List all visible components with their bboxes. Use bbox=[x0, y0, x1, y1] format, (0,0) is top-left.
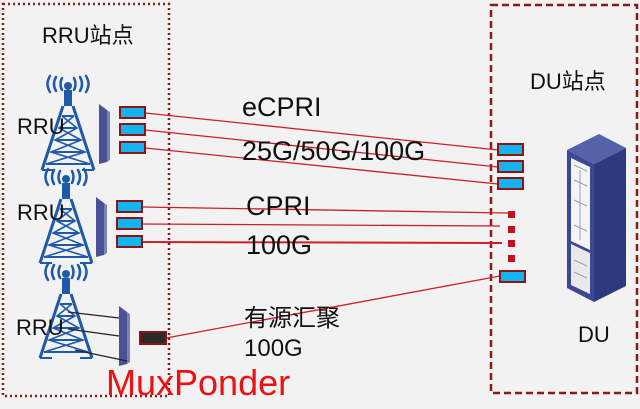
optical-port-icon bbox=[116, 200, 143, 213]
optical-port-icon bbox=[119, 106, 146, 119]
antenna-panel-icon bbox=[99, 104, 110, 164]
cpri-protocol-label: CPRI bbox=[246, 191, 311, 221]
rru-site-title: RRU站点 bbox=[42, 23, 134, 48]
optical-port-icon bbox=[497, 160, 524, 173]
antenna-panel-icon bbox=[96, 197, 107, 257]
du-site-boundary bbox=[489, 3, 639, 395]
optical-port-icon bbox=[116, 217, 143, 230]
aggregation-mode-label: 有源汇聚 bbox=[244, 305, 340, 332]
optical-port-icon bbox=[116, 235, 143, 248]
rru-label-2: RRU bbox=[17, 200, 65, 225]
ecpri-protocol-label: eCPRI bbox=[242, 92, 322, 122]
fiber-line bbox=[165, 275, 501, 339]
rru-site-boundary bbox=[1, 2, 171, 398]
fiber-line bbox=[144, 112, 499, 151]
du-site-title: DU站点 bbox=[530, 69, 606, 94]
ellipsis-dot bbox=[508, 211, 515, 218]
aggregation-rate-label: 100G bbox=[244, 335, 303, 362]
muxponder-label: MuxPonder bbox=[106, 362, 291, 403]
optical-port-icon bbox=[499, 270, 526, 283]
rru-towers bbox=[38, 74, 130, 366]
optical-port-icon bbox=[119, 141, 146, 154]
fiber-line bbox=[144, 129, 499, 168]
muxponder-device bbox=[139, 331, 167, 345]
server-cabinet-icon bbox=[567, 134, 626, 302]
fiber-line bbox=[141, 241, 503, 244]
ellipsis-dot bbox=[508, 226, 515, 233]
ellipsis-dot bbox=[508, 255, 515, 262]
feeder-cable bbox=[67, 311, 120, 319]
rru-label-1: RRU bbox=[17, 114, 65, 139]
optical-port-icon bbox=[119, 123, 146, 136]
du-label: DU bbox=[578, 322, 610, 347]
fiber-line bbox=[144, 147, 499, 185]
cell-tower-icon bbox=[38, 262, 94, 360]
antenna-panel-icon bbox=[119, 306, 130, 366]
cpri-rate-label: 100G bbox=[246, 230, 313, 260]
fiber-line bbox=[141, 206, 509, 214]
ellipsis-dot bbox=[508, 240, 515, 247]
optical-ports bbox=[116, 106, 526, 345]
fiber-links bbox=[141, 112, 509, 339]
ecpri-rate-label: 25G/50G/100G bbox=[242, 136, 426, 166]
feeder-cable bbox=[74, 349, 128, 362]
optical-port-icon bbox=[497, 177, 524, 190]
optical-port-icon bbox=[497, 143, 524, 156]
fiber-line bbox=[141, 223, 501, 227]
feeder-cable bbox=[67, 328, 120, 337]
rru-label-3: RRU bbox=[16, 315, 64, 340]
